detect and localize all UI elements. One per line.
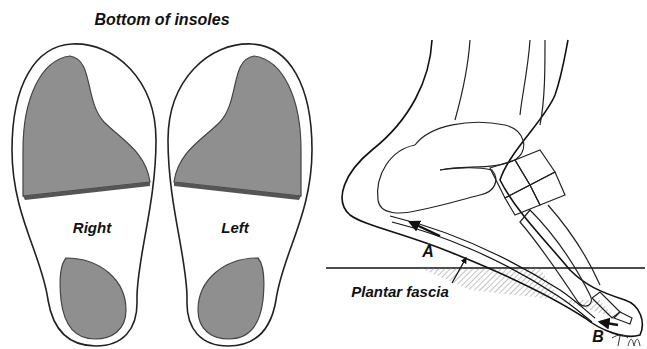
plantar-fascia	[390, 216, 595, 318]
arrow-b	[600, 322, 618, 325]
foot-outline	[342, 40, 642, 336]
side-label: Left	[221, 220, 249, 237]
callout-letter: B	[592, 328, 604, 346]
foot-bones	[378, 40, 632, 324]
callout-letter: A	[422, 243, 434, 261]
side-label: Right	[73, 220, 111, 237]
tension-arrow-a	[410, 222, 440, 236]
right-insole	[12, 44, 156, 346]
left-insole	[168, 44, 312, 346]
signature-mark	[612, 335, 640, 346]
part-label: Plantar fascia	[351, 284, 449, 301]
leader-line	[452, 258, 466, 283]
panel-title: Bottom of insoles	[94, 11, 229, 29]
